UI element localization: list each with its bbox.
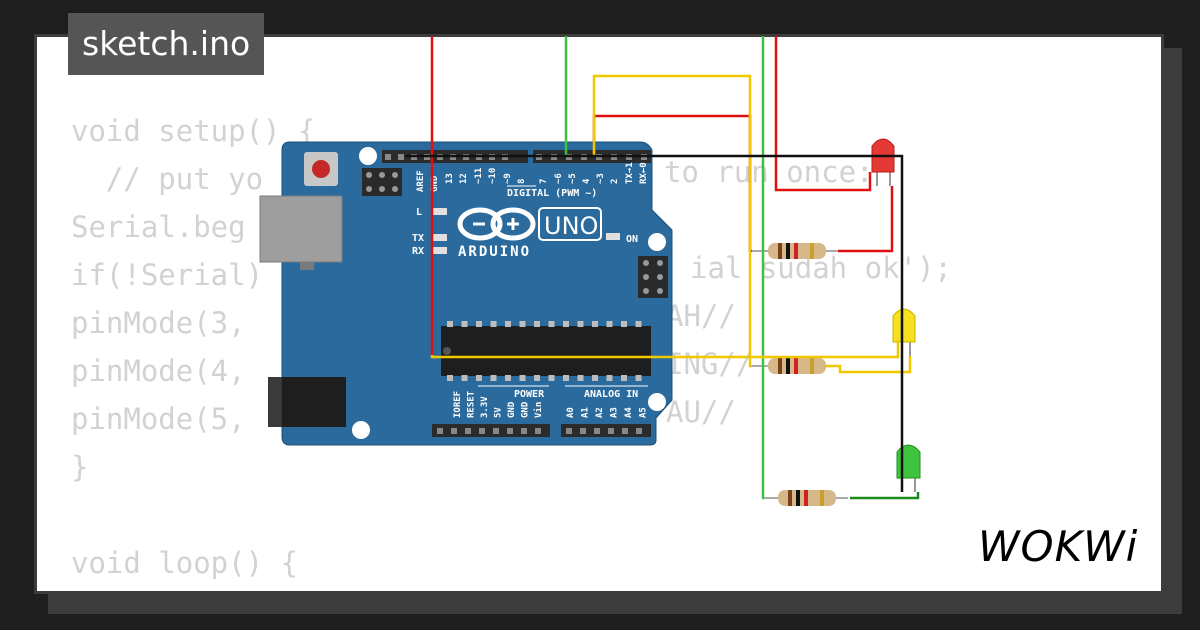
pin-label: A0 <box>566 407 576 418</box>
resistor[interactable] <box>762 490 848 506</box>
onboard-leds: L TX RX ON <box>412 207 638 257</box>
pin-label: A2 <box>595 407 605 418</box>
icsp-header <box>362 168 402 196</box>
mounting-hole <box>648 393 666 411</box>
wires <box>405 36 920 500</box>
pin-label: ~11 <box>474 168 484 184</box>
wire-red <box>838 186 894 253</box>
header-pin[interactable] <box>521 428 527 434</box>
pin-label: ~5 <box>568 173 578 184</box>
arduino-brand: ARDUINO <box>458 244 531 260</box>
code-background: void setup() { // put yo Serial.beg if(!… <box>71 114 316 580</box>
pin-label: ~6 <box>554 173 564 184</box>
wire-yellow <box>430 340 900 359</box>
wokwi-logo: WOKWi <box>978 522 1139 571</box>
led-green[interactable] <box>896 444 921 492</box>
header-pin[interactable] <box>479 428 485 434</box>
power-label: POWER <box>514 389 545 400</box>
code-fragment: ING// <box>666 347 753 381</box>
led-yellow[interactable] <box>892 308 916 356</box>
led-label-rx: RX <box>412 246 424 257</box>
header-pin[interactable] <box>594 428 600 434</box>
pin-label: 2 <box>610 179 620 184</box>
pin-label: GND <box>507 401 517 418</box>
header-pin[interactable] <box>580 428 586 434</box>
header-pin[interactable] <box>608 428 614 434</box>
header-pin[interactable] <box>535 428 541 434</box>
pin-label: A1 <box>581 407 591 418</box>
header-pin[interactable] <box>465 428 471 434</box>
microcontroller-chip <box>441 321 651 381</box>
pin-label: GND <box>430 175 440 192</box>
pin-label: Vin <box>533 402 544 418</box>
icsp-header-right <box>638 256 668 298</box>
header-pin[interactable] <box>566 428 572 434</box>
pin-label: RX←0 <box>639 162 649 184</box>
header-pin[interactable] <box>507 428 513 434</box>
power-header <box>432 424 550 437</box>
arduino-model: UNO <box>544 212 598 240</box>
pin-label: 5V <box>494 407 504 418</box>
pin-label: A4 <box>624 407 634 418</box>
pin-label: 7 <box>539 179 549 184</box>
wire-black <box>405 154 904 492</box>
pin-label: 3.3V <box>480 396 490 418</box>
power-jack-rim <box>268 377 282 427</box>
arduino-uno-board[interactable]: AREF GND 13 12 ~11 ~10 ~9 8 7 ~6 ~5 4 ~3 2 TX→1 RX←0 DI… <box>259 141 673 446</box>
pin-label: IOREF <box>453 391 463 418</box>
pin-label: 13 <box>445 173 455 184</box>
reset-button-cap[interactable] <box>312 160 330 178</box>
header-pin[interactable] <box>622 428 628 434</box>
pin-label: 12 <box>459 173 469 184</box>
header-pin[interactable] <box>437 428 443 434</box>
pin-label: 8 <box>517 179 527 184</box>
pin-label: TX→1 <box>625 162 635 184</box>
file-tab[interactable]: sketch.ino <box>68 13 265 75</box>
header-pin[interactable] <box>493 428 499 434</box>
led-label-tx: TX <box>412 233 424 244</box>
usb-port <box>259 195 343 263</box>
arduino-logo: ARDUINO UNO <box>457 207 602 260</box>
pin-label: A3 <box>610 407 620 418</box>
pin-label: RESET <box>467 390 477 418</box>
pin-label: GND <box>521 401 531 418</box>
code-fragments: to run once: ial sudah ok'); AH// ING// … <box>664 155 952 429</box>
resistor[interactable] <box>752 358 838 374</box>
pin-label: 4 <box>582 178 592 184</box>
pin-label: A5 <box>639 407 649 418</box>
code-fragment: AU// <box>666 395 736 429</box>
led-red[interactable] <box>871 138 895 186</box>
header-pin[interactable] <box>636 428 642 434</box>
header-pin[interactable] <box>385 154 391 160</box>
mounting-hole <box>359 147 377 165</box>
usb-port-tab <box>300 262 314 270</box>
header-pin[interactable] <box>398 154 404 160</box>
mounting-hole <box>648 233 666 251</box>
pin-label: ~10 <box>488 168 498 184</box>
code-fragment: AH// <box>666 299 736 333</box>
pin-label: ~9 <box>503 173 513 184</box>
mounting-hole <box>352 421 370 439</box>
wire-yellow <box>592 74 752 368</box>
led-label-on: ON <box>626 234 638 245</box>
analog-label: ANALOG IN <box>584 389 638 400</box>
resistor[interactable] <box>752 243 838 259</box>
digital-label: DIGITAL (PWM ~) <box>507 188 597 199</box>
wire-dark-green <box>850 492 920 500</box>
wire-green <box>761 36 765 500</box>
led-label-l: L <box>416 207 422 218</box>
wire-yellow <box>826 356 912 374</box>
wire-red <box>774 36 872 192</box>
header-pin[interactable] <box>451 428 457 434</box>
pin-label: ~3 <box>596 173 606 184</box>
pin-label: AREF <box>416 170 426 192</box>
code-fragment: to run once: <box>664 155 874 189</box>
